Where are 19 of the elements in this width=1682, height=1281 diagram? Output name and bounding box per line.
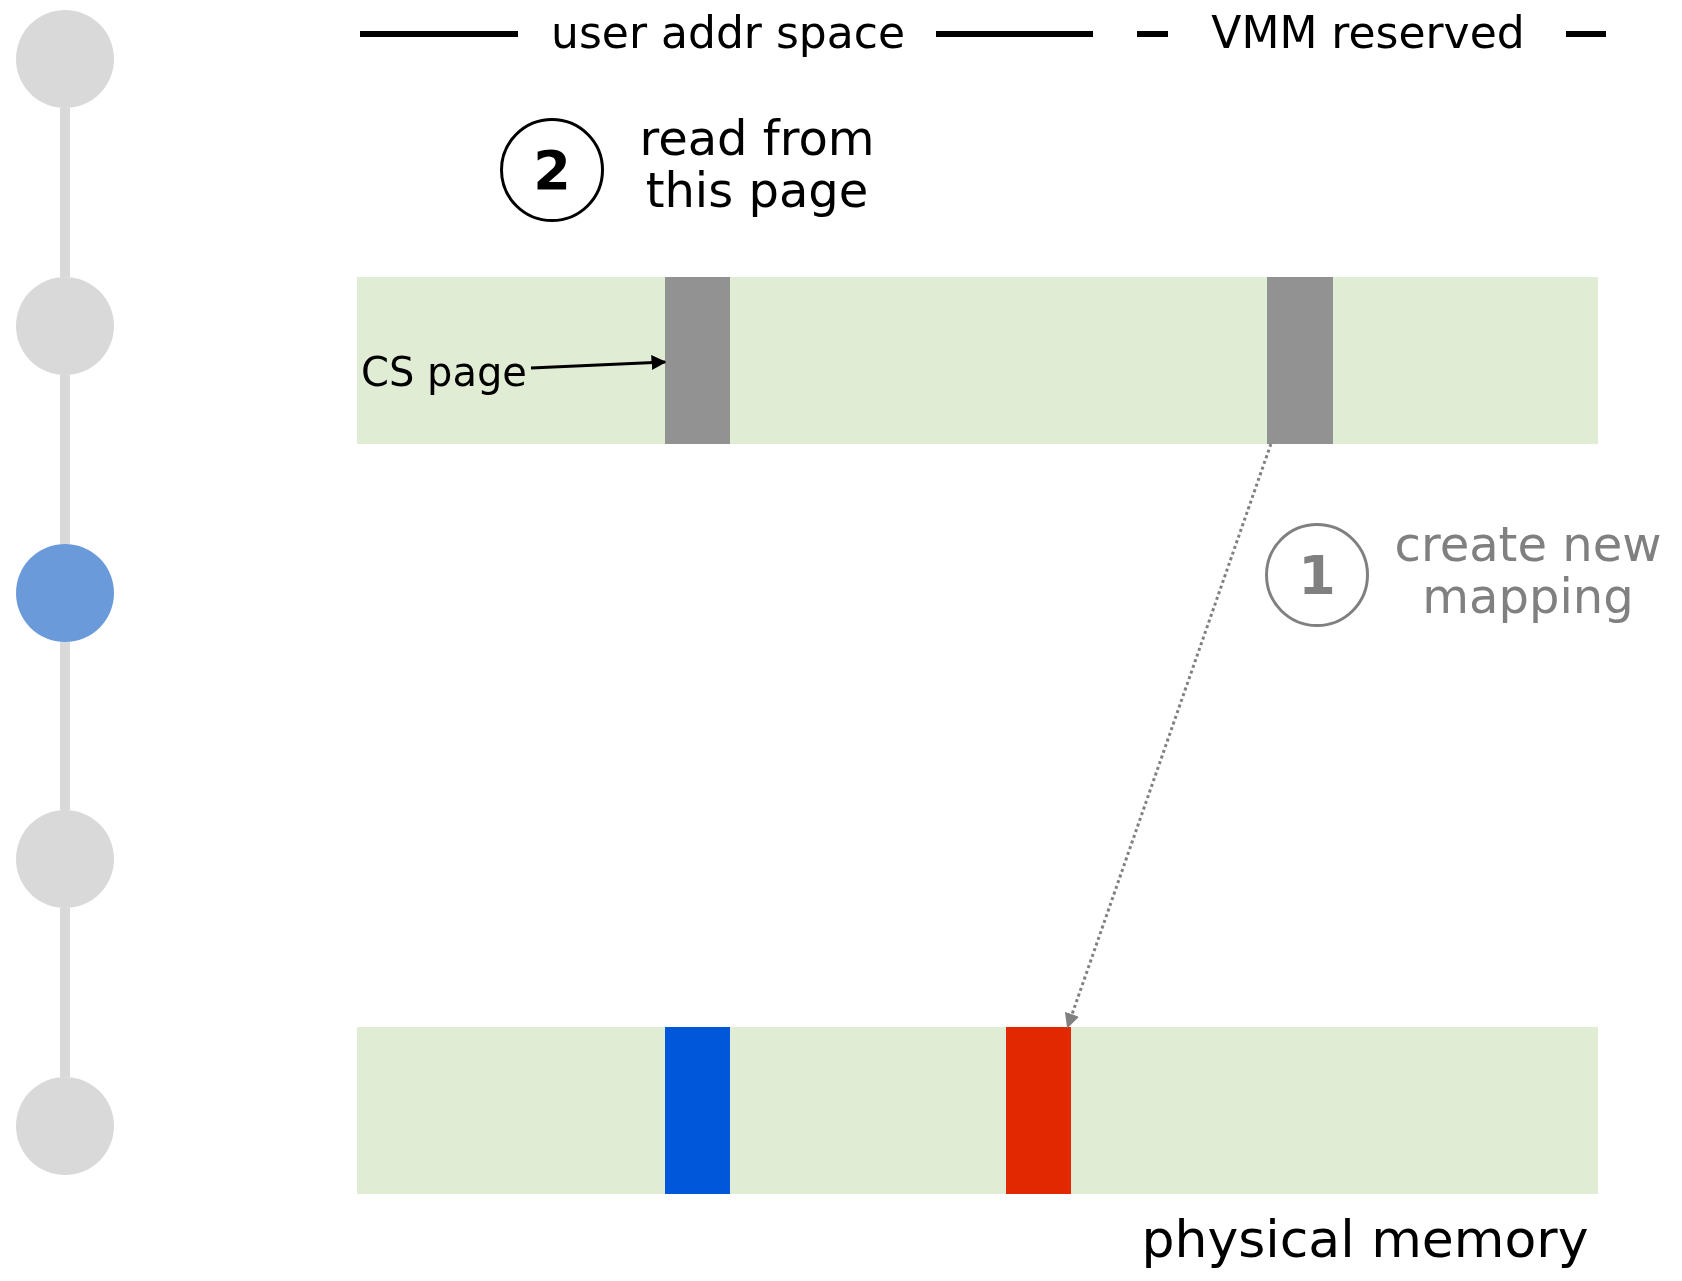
memory-bar <box>357 277 1598 444</box>
connector-line <box>60 908 70 1077</box>
memory-bar <box>357 1027 1598 1194</box>
page-label: CS page <box>361 344 531 400</box>
arrow <box>1065 443 1273 1029</box>
region-label: user addr space <box>550 6 906 60</box>
step-number-circle: 2 <box>500 118 604 222</box>
page-block <box>1006 1027 1071 1194</box>
connector-line <box>60 642 70 810</box>
step-caption: create new mapping <box>1393 518 1663 622</box>
region-label: VMM reserved <box>1210 6 1526 60</box>
page-block <box>665 277 730 444</box>
step-number-circle: 1 <box>1265 523 1369 627</box>
arrow <box>530 355 667 371</box>
connector-line <box>60 375 70 544</box>
page-block <box>1267 277 1333 444</box>
region-label: physical memory <box>1140 1208 1590 1270</box>
step-caption: read from this page <box>638 112 876 216</box>
page-block <box>665 1027 730 1194</box>
